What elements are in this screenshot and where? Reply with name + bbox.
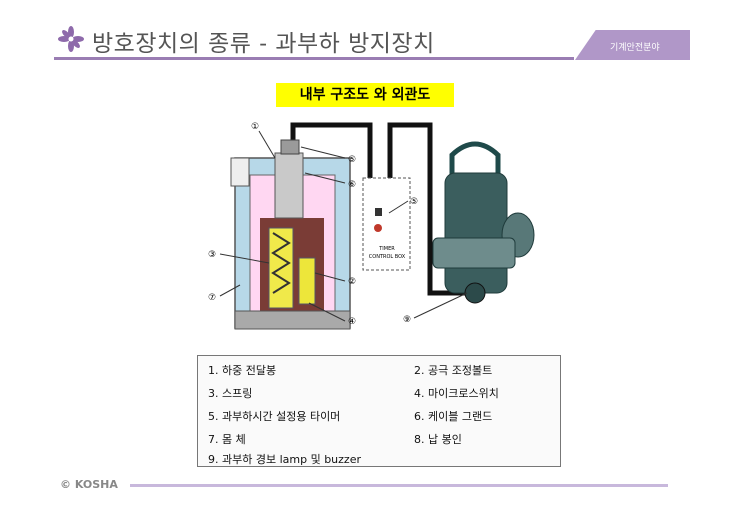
callout-4: ④ <box>348 317 356 327</box>
callout-7: ⑦ <box>208 293 216 303</box>
kosha-logo: © KOSHA <box>60 478 118 491</box>
kosha-logo-text: KOSHA <box>74 478 118 491</box>
kosha-c-icon: © <box>60 478 71 491</box>
callout-5a: ⑤ <box>348 155 356 165</box>
section-subtitle: 내부 구조도 와 외관도 <box>276 83 454 107</box>
parts-legend: 1. 하중 전달봉 2. 공극 조정볼트 3. 스프링 4. 마이크로스위치 5… <box>197 355 561 467</box>
legend-item-1: 1. 하중 전달봉 <box>208 364 277 377</box>
category-tab-label: 기계안전분야 <box>610 43 660 53</box>
page-title: 방호장치의 종류 - 과부하 방지장치 <box>92 31 435 57</box>
control-box-label-1: TIMER <box>378 246 395 252</box>
legend-item-6: 6. 케이블 그랜드 <box>414 410 493 423</box>
legend-item-2: 2. 공극 조정볼트 <box>414 364 493 377</box>
callout-3: ③ <box>208 250 216 260</box>
legend-item-5: 5. 과부하시간 설정용 타이머 <box>208 410 341 423</box>
legend-item-4: 4. 마이크로스위치 <box>414 387 499 400</box>
title-divider <box>54 57 574 60</box>
control-box-label-2: CONTROL BOX <box>369 254 406 260</box>
legend-item-8: 8. 납 봉인 <box>414 433 462 446</box>
legend-item-3: 3. 스프링 <box>208 387 253 400</box>
overload-device-diagram: TIMER CONTROL BOX ① ⑤ ⑥ ③ ⑦ ② ④ ⑤ ⑨ <box>208 122 535 330</box>
legend-item-9: 9. 과부하 경보 lamp 및 buzzer <box>208 453 361 466</box>
callout-2: ② <box>348 277 356 287</box>
callout-6: ⑥ <box>348 180 356 190</box>
slide-header: 방호장치의 종류 - 과부하 방지장치 기계안전분야 <box>0 0 740 62</box>
callout-5b: ⑤ <box>410 197 418 207</box>
callout-9: ⑨ <box>403 315 411 325</box>
callout-1: ① <box>251 122 259 132</box>
legend-item-7: 7. 몸 체 <box>208 433 246 446</box>
category-tab <box>575 30 690 60</box>
flower-logo-icon <box>58 26 84 52</box>
footer-divider <box>130 484 668 487</box>
